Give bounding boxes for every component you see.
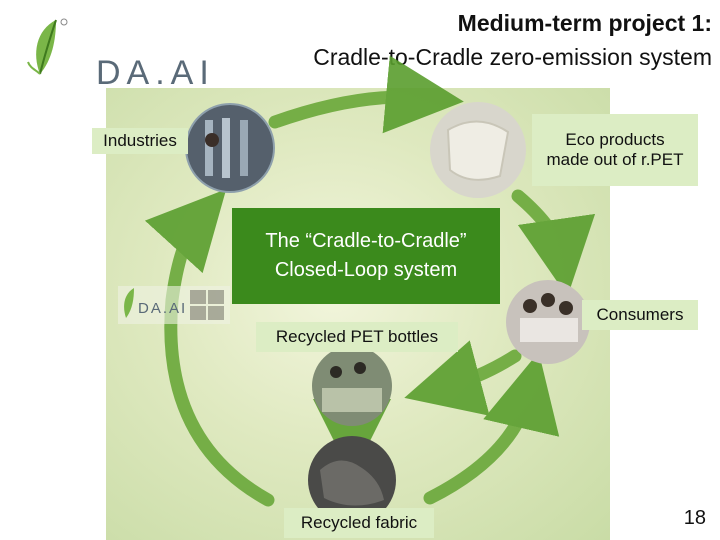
label-eco-line2: made out of r.PET (546, 150, 684, 169)
arrow-consumers-to-bottles (404, 340, 522, 416)
label-industries: Industries (92, 128, 188, 154)
inner-leaf-icon (124, 288, 134, 318)
arrow-fabric-to-consumers (423, 352, 560, 505)
photo-eco-products (430, 102, 526, 198)
label-recycled-fabric: Recycled fabric (284, 508, 434, 538)
photo-recycled-fabric (308, 436, 396, 524)
arrow-industries-to-eco (268, 55, 464, 134)
leaf-logo-icon (27, 18, 68, 75)
photo-recycled-bottles (312, 346, 392, 426)
center-line1: The “Cradle-to-Cradle” (265, 230, 467, 252)
label-recycled-bottles: Recycled PET bottles (256, 322, 458, 352)
logo-wordmark: DA.AI (96, 54, 215, 92)
arrow-fabric-to-industries (144, 189, 275, 507)
photo-consumers (506, 280, 590, 364)
inner-daai-logo: DA.AI (118, 286, 230, 324)
label-eco-line1: Eco products (565, 129, 665, 149)
center-line2: Closed-Loop system (274, 259, 458, 281)
page-number: 18 (683, 507, 706, 529)
inner-logo-text: DA.AI (138, 300, 187, 317)
center-closed-loop-box: The “Cradle-to-Cradle” Closed-Loop syste… (232, 208, 500, 304)
slide-title: Medium-term project 1: (457, 10, 712, 36)
daai-logo: DA.AI (22, 14, 222, 92)
photo-industries (185, 103, 275, 193)
slide-subtitle: Cradle-to-Cradle zero-emission system (313, 44, 712, 70)
arrow-eco-to-consumers (511, 189, 596, 297)
label-consumers: Consumers (582, 300, 698, 330)
label-eco-products: Eco products made out of r.PET (532, 114, 698, 186)
